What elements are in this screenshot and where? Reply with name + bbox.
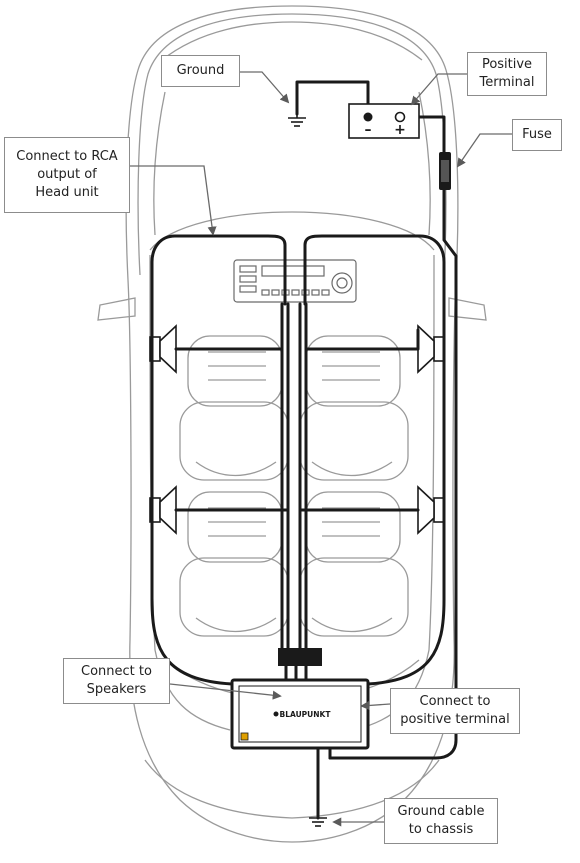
amp-input-wires [284,664,308,682]
leader-speakers [169,683,282,700]
leader-lines [130,71,512,827]
speaker-front-right [417,324,445,374]
speaker-rear-right [417,485,445,535]
leader-rca [130,165,217,236]
wiring-connector [278,648,322,666]
label-connect-positive: Connect to positive terminal [390,688,520,734]
label-fuse: Fuse [512,119,562,151]
battery-plus-sign: + [394,122,406,138]
seat-front-right [299,335,409,481]
label-positive-terminal: Positive Terminal [467,52,547,96]
battery-positive-terminal [394,111,406,123]
rca-wire-right [303,234,446,686]
amplifier: BLAUPUNKT [230,678,370,750]
hood-curve [153,91,431,236]
leader-positive-terminal [410,73,467,106]
rear-fender-lines [144,759,440,819]
battery-ground-wire [295,80,370,116]
leader-positive-conn [360,700,391,711]
amplifier-brand: BLAUPUNKT [280,710,332,719]
mirror-left [97,297,136,321]
ground-symbol-chassis [309,817,327,827]
car-body-outer [125,5,459,843]
fuse-holder [439,152,451,190]
ground-symbol-battery [288,114,306,127]
mirror-right [448,297,487,321]
battery-negative-terminal [363,112,373,122]
wiring [150,80,458,820]
label-ground-chassis: Ground cable to chassis [384,798,498,844]
label-rca-output: Connect to RCA output of Head unit [4,137,130,213]
label-ground: Ground [161,55,240,87]
seat-rear-right [299,491,409,637]
battery-minus-sign: – [365,122,372,138]
rca-wire-left [150,234,287,686]
leader-ground [240,71,290,104]
head-unit [233,259,357,303]
speaker-front-left [149,324,177,374]
hood-line [161,21,423,61]
speaker-rear-left [149,485,177,535]
battery: – + [348,103,420,139]
label-connect-speakers: Connect to Speakers [63,658,170,704]
leader-fuse [456,133,512,168]
windshield [149,211,435,251]
car-body-inner [137,13,447,276]
seat-rear-left [179,491,289,637]
seat-front-left [179,335,289,481]
power-wire [328,115,458,760]
speaker-wire-fr [304,328,420,351]
